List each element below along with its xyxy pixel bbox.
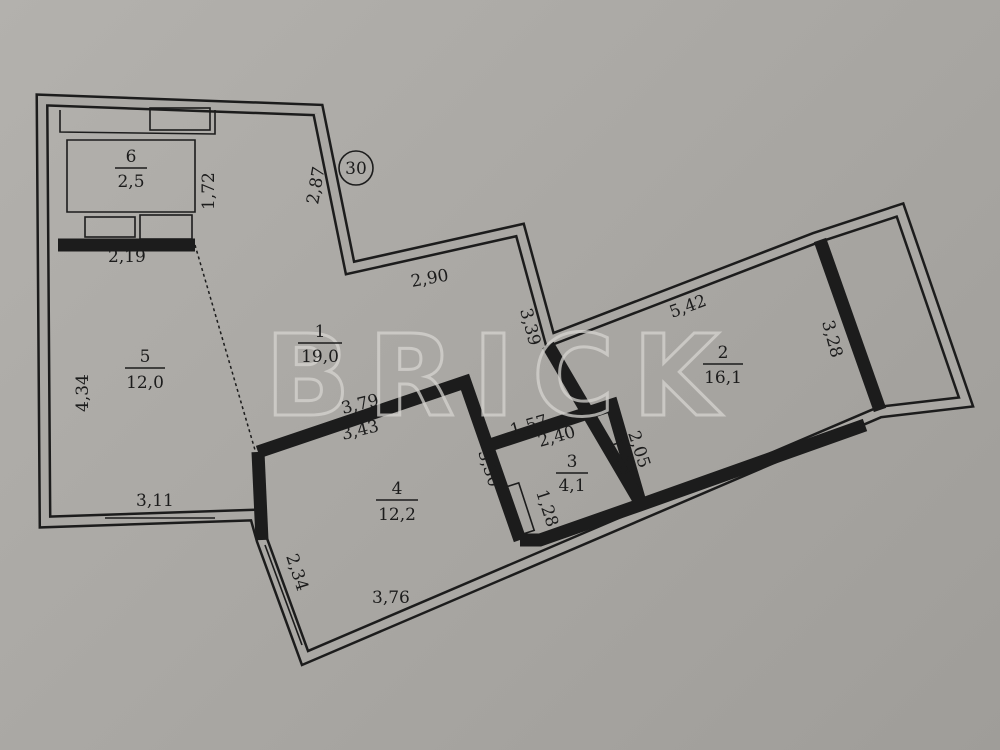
dim-3-30: 3,30 bbox=[473, 447, 504, 489]
dim-2-87: 2,87 bbox=[303, 165, 329, 206]
dim-3-28: 3,28 bbox=[817, 318, 846, 360]
walls bbox=[35, 93, 975, 667]
room-6-area: 2,5 bbox=[117, 172, 144, 192]
dim-2-19: 2,19 bbox=[108, 247, 146, 267]
room-labels: 6 2,5 5 12,0 1 19,0 2 16,1 3 4,1 4 12,2 bbox=[115, 147, 743, 525]
dim-2-90: 2,90 bbox=[409, 266, 450, 292]
room-4-number: 4 bbox=[392, 479, 403, 499]
room-2-area: 16,1 bbox=[704, 368, 742, 388]
dim-3-76: 3,76 bbox=[372, 588, 410, 608]
dim-1-28: 1,28 bbox=[531, 487, 562, 529]
dim-4-34: 4,34 bbox=[73, 374, 93, 412]
plan-number-badge: 30 bbox=[338, 150, 374, 186]
room-3-number: 3 bbox=[567, 452, 578, 472]
watermark: BRICK bbox=[265, 312, 737, 442]
room-1-area: 19,0 bbox=[301, 347, 339, 367]
room-5-number: 5 bbox=[140, 347, 151, 367]
room-1-number: 1 bbox=[315, 322, 326, 342]
dim-1-72: 1,72 bbox=[199, 172, 219, 210]
room-2-number: 2 bbox=[718, 343, 729, 363]
room-4-area: 12,2 bbox=[378, 505, 416, 525]
room-5-area: 12,0 bbox=[126, 373, 164, 393]
plan-number: 30 bbox=[345, 159, 367, 179]
room-6-number: 6 bbox=[126, 147, 137, 167]
dim-3-11: 3,11 bbox=[136, 491, 174, 511]
room-3-area: 4,1 bbox=[558, 476, 585, 496]
